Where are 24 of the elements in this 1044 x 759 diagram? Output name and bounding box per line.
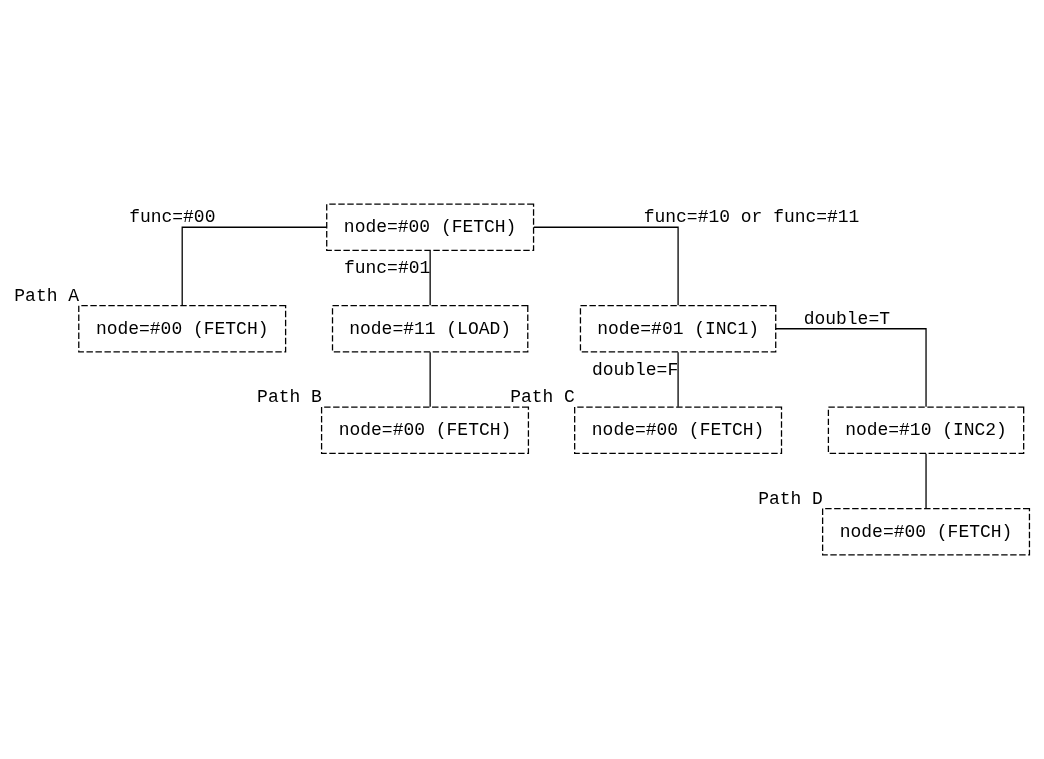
connector — [181, 226, 328, 306]
edge-label: func=#10 or func=#11 — [643, 207, 860, 228]
node-box: node=#00 (FETCH) — [822, 507, 1031, 556]
connector — [925, 453, 927, 509]
edge-label: double=T — [803, 308, 890, 329]
node-box: node=#00 (FETCH) — [78, 305, 287, 353]
node-box: node=#00 (FETCH) — [326, 203, 535, 252]
edge-label: func=#00 — [129, 207, 216, 228]
node-label: Path C — [510, 387, 575, 408]
edge-label: func=#01 — [343, 258, 431, 279]
node-box: node=#00 (FETCH) — [320, 406, 530, 454]
edge-label: double=F — [591, 359, 679, 380]
connector — [429, 250, 431, 306]
connector — [677, 351, 679, 408]
node-box: node=#01 (INC1) — [579, 305, 777, 353]
node-label: Path A — [14, 285, 80, 306]
node-label: Path D — [758, 488, 823, 509]
node-box: node=#10 (INC2) — [827, 406, 1025, 454]
connector — [775, 328, 927, 408]
node-box: node=#11 (LOAD) — [331, 305, 529, 353]
connector — [533, 226, 679, 306]
node-label: Path B — [257, 387, 322, 408]
node-box: node=#00 (FETCH) — [574, 406, 783, 454]
connector — [429, 351, 431, 408]
